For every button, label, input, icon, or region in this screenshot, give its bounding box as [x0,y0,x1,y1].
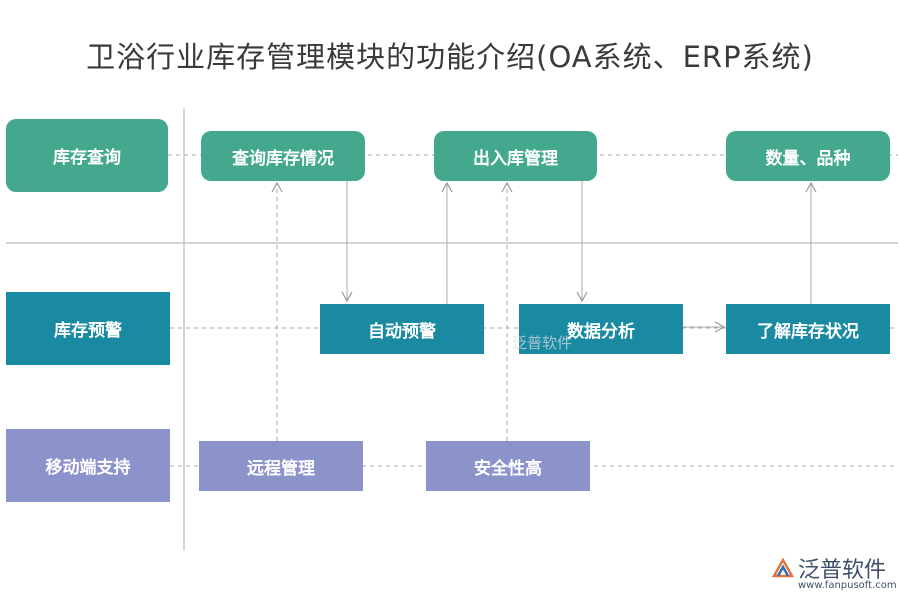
node-remote-management: 远程管理 [199,441,363,491]
node-quantity-variety: 数量、品种 [726,131,890,181]
row-label-mobile-support: 移动端支持 [6,429,170,502]
node-auto-warning: 自动预警 [320,304,484,354]
brand-logo: 泛普软件 www.fanpusoft.com [770,552,897,594]
logo-url: www.fanpusoft.com [798,580,897,591]
row-label-inventory-warning: 库存预警 [6,292,170,365]
node-understand-inventory: 了解库存状况 [726,304,890,354]
logo-icon [771,557,795,578]
watermark-text: 泛普软件 [512,334,573,352]
diagram-title: 卫浴行业库存管理模块的功能介绍(OA系统、ERP系统) [86,40,814,74]
node-high-security: 安全性高 [426,441,590,491]
row-label-inventory-query: 库存查询 [6,119,168,192]
node-data-analysis: 数据分析 [519,304,683,354]
node-in-out-management: 出入库管理 [434,131,597,181]
node-query-inventory-status: 查询库存情况 [201,131,365,181]
logo-name: 泛普软件 [798,558,887,583]
watermark: 泛普软件 [512,332,572,353]
